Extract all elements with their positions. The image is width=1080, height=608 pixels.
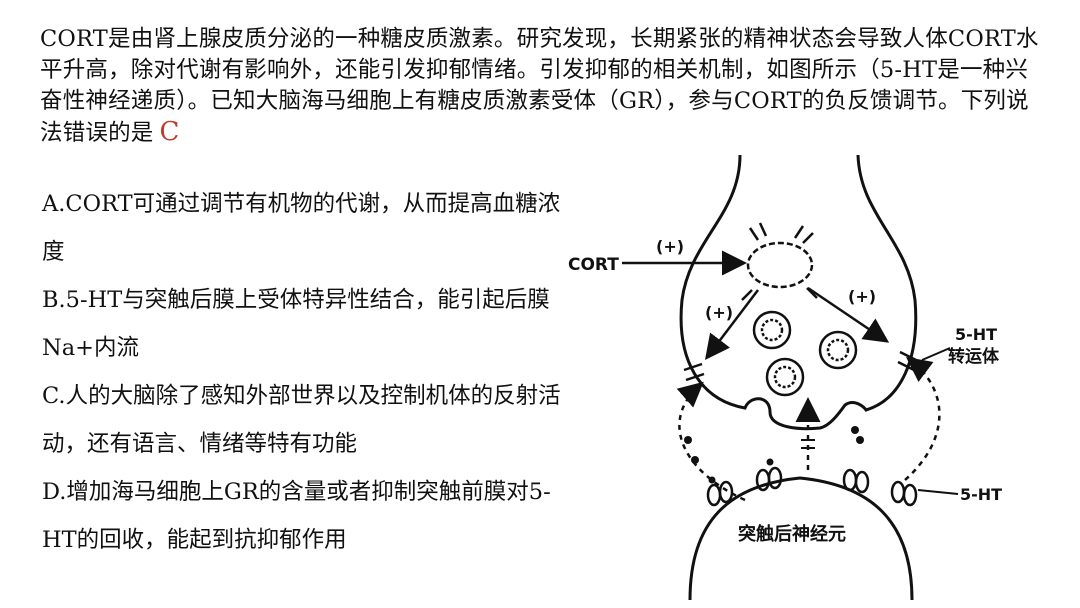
transporter-pointer bbox=[921, 347, 951, 361]
reuptake-path-right bbox=[904, 356, 941, 481]
options-list: A.CORT可通过调节有机物的代谢，从而提高血糖浓度 B.5-HT与突触后膜上受… bbox=[42, 180, 562, 564]
serotonin-label: 5-HT bbox=[960, 485, 1002, 504]
postsynaptic-membrane bbox=[688, 476, 914, 601]
receptor-complex bbox=[741, 222, 818, 301]
answer-mark: C bbox=[159, 117, 180, 147]
arrow-left bbox=[704, 289, 759, 360]
option-c: C.人的大脑除了感知外部世界以及控制机体的反射活动，还有语言、情绪等特有功能 bbox=[42, 383, 561, 457]
plus-label-left: (+) bbox=[705, 303, 733, 322]
postsynaptic-receptors bbox=[706, 466, 918, 507]
transporter-label-2: 转运体 bbox=[948, 346, 1000, 367]
transporter-label-1: 5-HT bbox=[955, 325, 997, 344]
option-b: B.5-HT与突触后膜上受体特异性结合，能引起后膜Na+内流 bbox=[42, 287, 550, 361]
serotonin-pointer bbox=[917, 489, 959, 495]
option-a: A.CORT可通过调节有机物的代谢，从而提高血糖浓度 bbox=[42, 191, 561, 265]
transporter-left bbox=[683, 362, 705, 382]
synapse-diagram: CORT (+) (+) (+) 5-HT 转运体 5-HT 突触后神经元 bbox=[568, 154, 1002, 601]
release-marks bbox=[801, 439, 815, 449]
synaptic-vesicles bbox=[752, 310, 858, 397]
transporter-right bbox=[897, 350, 917, 372]
reuptake-path-left bbox=[676, 381, 746, 502]
arrow-right bbox=[807, 286, 890, 343]
question-stem: CORT是由肾上腺皮质分泌的一种糖皮质激素。研究发现，长期紧张的精神状态会导致人… bbox=[40, 24, 1050, 149]
plus-label-right: (+) bbox=[848, 287, 876, 306]
question-text: CORT是由肾上腺皮质分泌的一种糖皮质激素。研究发现，长期紧张的精神状态会导致人… bbox=[40, 26, 1039, 146]
option-d: D.增加海马细胞上GR的含量或者抑制突触前膜对5-HT的回收，能起到抗抑郁作用 bbox=[42, 479, 551, 553]
plus-label-cort: (+) bbox=[656, 237, 684, 256]
presynaptic-membrane bbox=[679, 154, 918, 431]
postsynaptic-label: 突触后神经元 bbox=[738, 523, 846, 545]
cort-label: CORT bbox=[568, 255, 619, 275]
serotonin-molecules bbox=[684, 426, 864, 484]
